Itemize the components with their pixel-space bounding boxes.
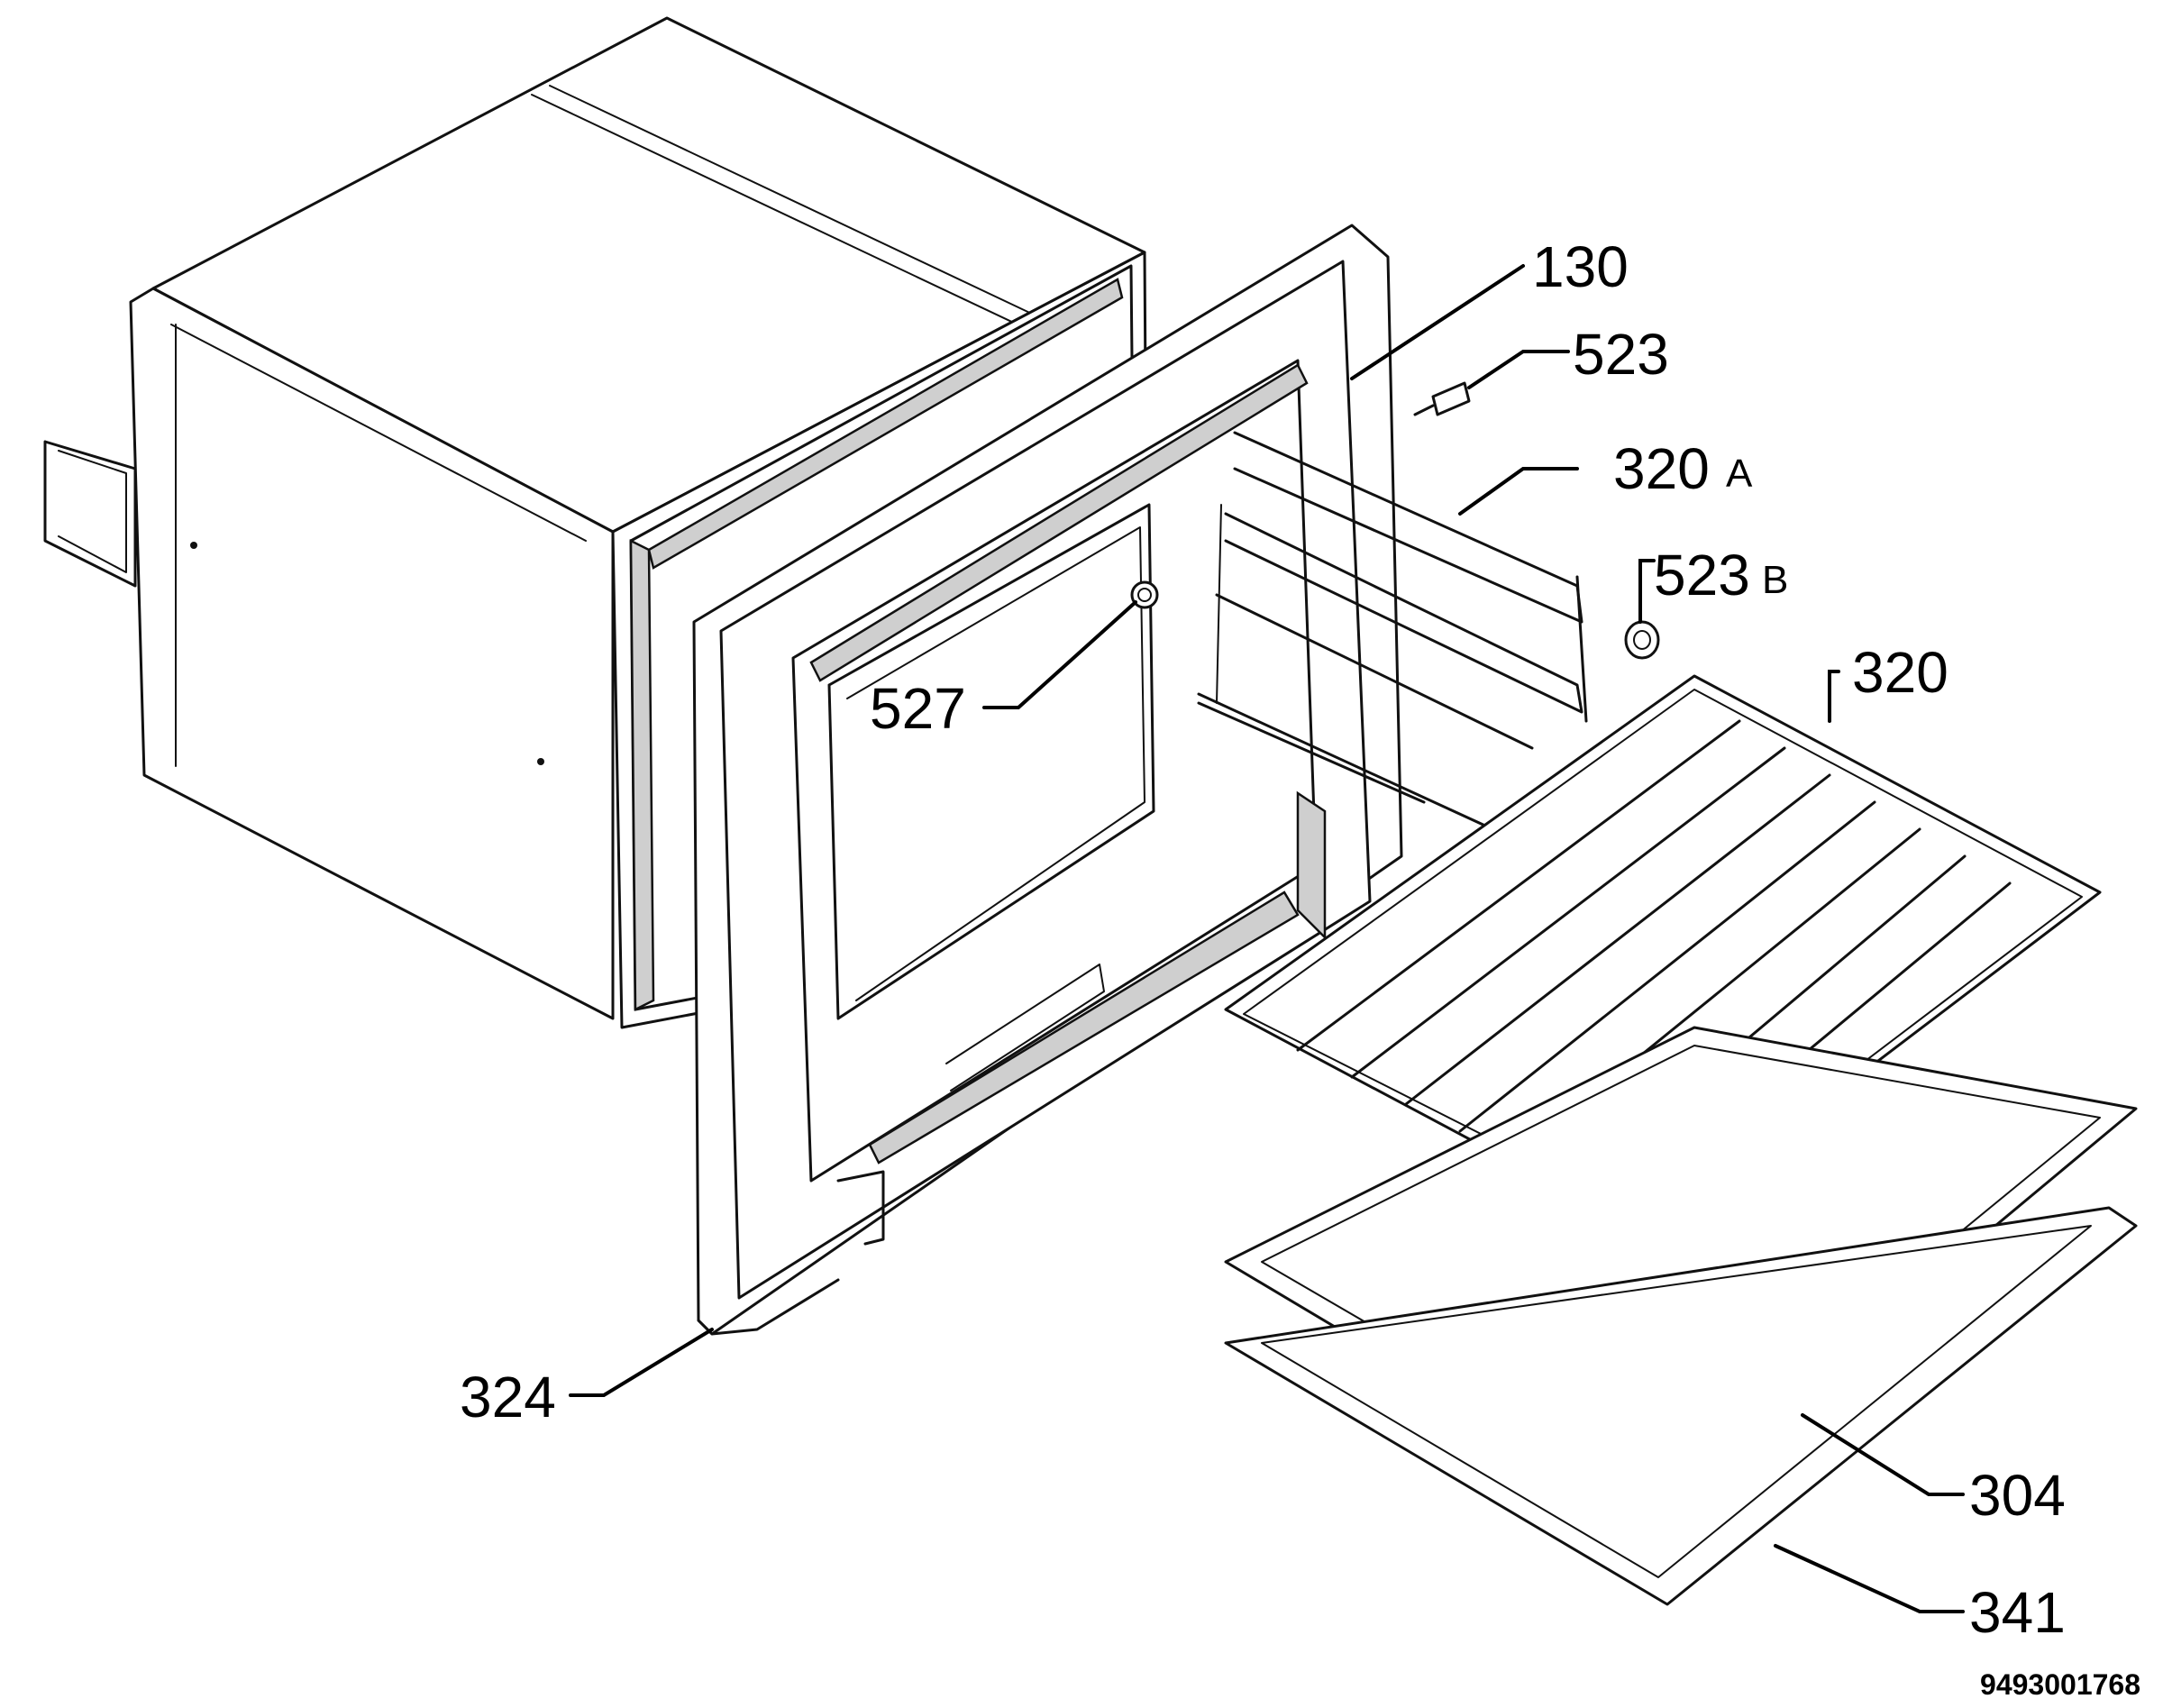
callout-324: 324 bbox=[460, 1365, 556, 1429]
grommet-523b bbox=[1624, 620, 1660, 660]
drip-pan-341 bbox=[1224, 1206, 2138, 1606]
leader-lines bbox=[569, 264, 1965, 1613]
document-number: 9493001768 bbox=[1980, 1668, 2140, 1701]
callout-304: 304 bbox=[1969, 1463, 2066, 1528]
callout-320: 320 bbox=[1852, 640, 1949, 705]
front-frame-324 bbox=[692, 224, 1403, 1336]
callout-labels: 130 523 320 A 523 B 320 527 324 304 341 bbox=[460, 234, 2066, 1645]
side-rails-320a bbox=[1197, 431, 1588, 849]
callout-320a-suffix: A bbox=[1726, 452, 1753, 496]
callout-523b-suffix: B bbox=[1762, 558, 1788, 602]
screw-523 bbox=[1413, 381, 1471, 416]
callout-527: 527 bbox=[870, 676, 966, 741]
callout-341: 341 bbox=[1969, 1580, 2066, 1645]
callout-320a: 320 bbox=[1613, 436, 1710, 501]
callout-523: 523 bbox=[1573, 322, 1669, 387]
callout-130: 130 bbox=[1532, 234, 1629, 299]
callout-523b: 523 bbox=[1654, 543, 1750, 607]
